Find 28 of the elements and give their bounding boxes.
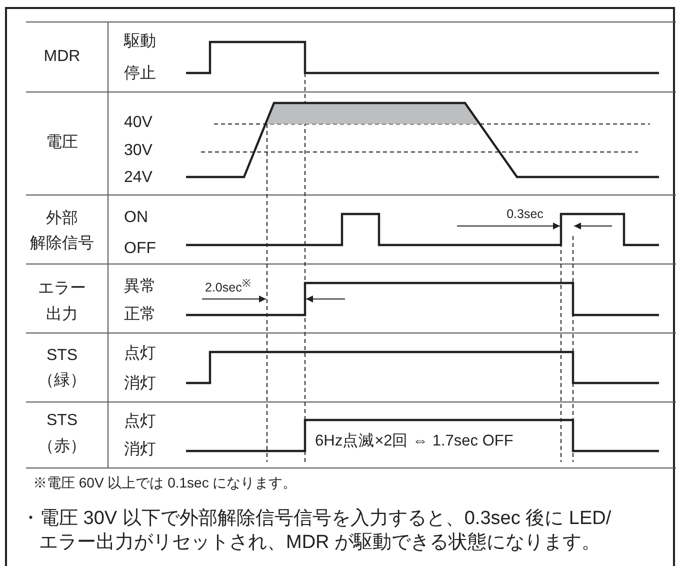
level-label: 40V: [124, 114, 152, 132]
row-header: エラー: [38, 280, 86, 298]
waveform-note: 6Hz点滅×2回 ⇔ 1.7sec OFF: [315, 432, 514, 450]
row-header: STS: [46, 347, 78, 365]
state-label: 正常: [124, 306, 156, 324]
level-label: 24V: [124, 169, 152, 187]
state-label: 消灯: [124, 441, 156, 459]
timing-label: 0.3sec: [506, 208, 544, 222]
row-header: 出力: [46, 306, 78, 324]
row-header: STS: [46, 412, 78, 430]
state-label: 点灯: [124, 345, 156, 363]
state-label: 駆動: [124, 33, 156, 51]
state-label: 消灯: [124, 375, 156, 393]
note-paragraph: ・電圧 30V 以下で外部解除信号信号を入力すると、0.3sec 後に LED/エラー出力がリセットされ、MDR が駆動できる状態になります。: [21, 507, 612, 555]
footnote-text: ※電圧 60V 以上では 0.1sec になります。: [33, 475, 297, 491]
row-header: 電圧: [46, 134, 78, 152]
row-header: MDR: [44, 48, 80, 66]
row-header: 解除信号: [30, 235, 94, 253]
level-label: 30V: [124, 142, 152, 160]
state-label: 停止: [124, 65, 156, 83]
state-label: 点灯: [124, 413, 156, 431]
row-header: （緑）: [38, 372, 86, 390]
row-header: 外部: [46, 210, 78, 228]
state-label: ON: [124, 209, 148, 227]
state-label: 異常: [124, 278, 156, 296]
row-header: （赤）: [38, 438, 86, 456]
timing-label: 2.0sec$^{※}$: [205, 278, 251, 296]
state-label: OFF: [124, 240, 156, 258]
